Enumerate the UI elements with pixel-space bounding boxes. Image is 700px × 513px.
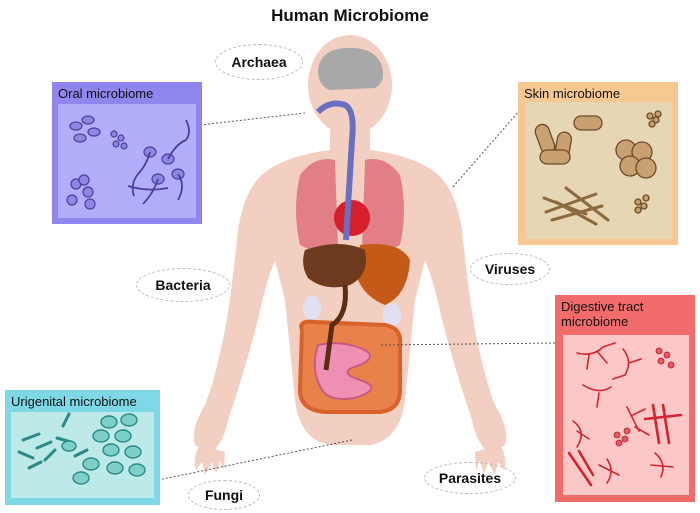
oral-microbiome-image xyxy=(58,104,196,218)
skin-microbiome-title: Skin microbiome xyxy=(524,86,620,101)
bacteria-label: Bacteria xyxy=(136,268,230,302)
heart xyxy=(334,200,370,236)
urigenital-microbiome-title: Urigenital microbiome xyxy=(11,394,137,409)
kidney-left xyxy=(303,296,321,320)
urigenital-microbiome-panel: Urigenital microbiome xyxy=(5,390,160,505)
oral-microbiome-title: Oral microbiome xyxy=(58,86,153,101)
digestive-microbiome-panel: Digestive tract microbiome xyxy=(555,295,695,502)
archaea-label: Archaea xyxy=(215,44,303,80)
skin-microbiome-panel: Skin microbiome xyxy=(518,82,678,245)
fungi-label: Fungi xyxy=(188,480,260,510)
digestive-microbiome-title-line2: microbiome xyxy=(561,314,643,329)
digestive-microbiome-image xyxy=(563,335,689,495)
digestive-microbiome-title: Digestive tract microbiome xyxy=(561,299,643,329)
urigenital-microbiome-image xyxy=(11,412,154,498)
lungs xyxy=(296,159,338,252)
skin-microbiome-image xyxy=(526,102,672,239)
brain xyxy=(318,48,383,90)
digestive-microbiome-title-line1: Digestive tract xyxy=(561,299,643,314)
oral-microbiome-panel: Oral microbiome xyxy=(52,82,202,224)
parasites-label: Parasites xyxy=(424,462,516,494)
viruses-label: Viruses xyxy=(470,253,550,285)
